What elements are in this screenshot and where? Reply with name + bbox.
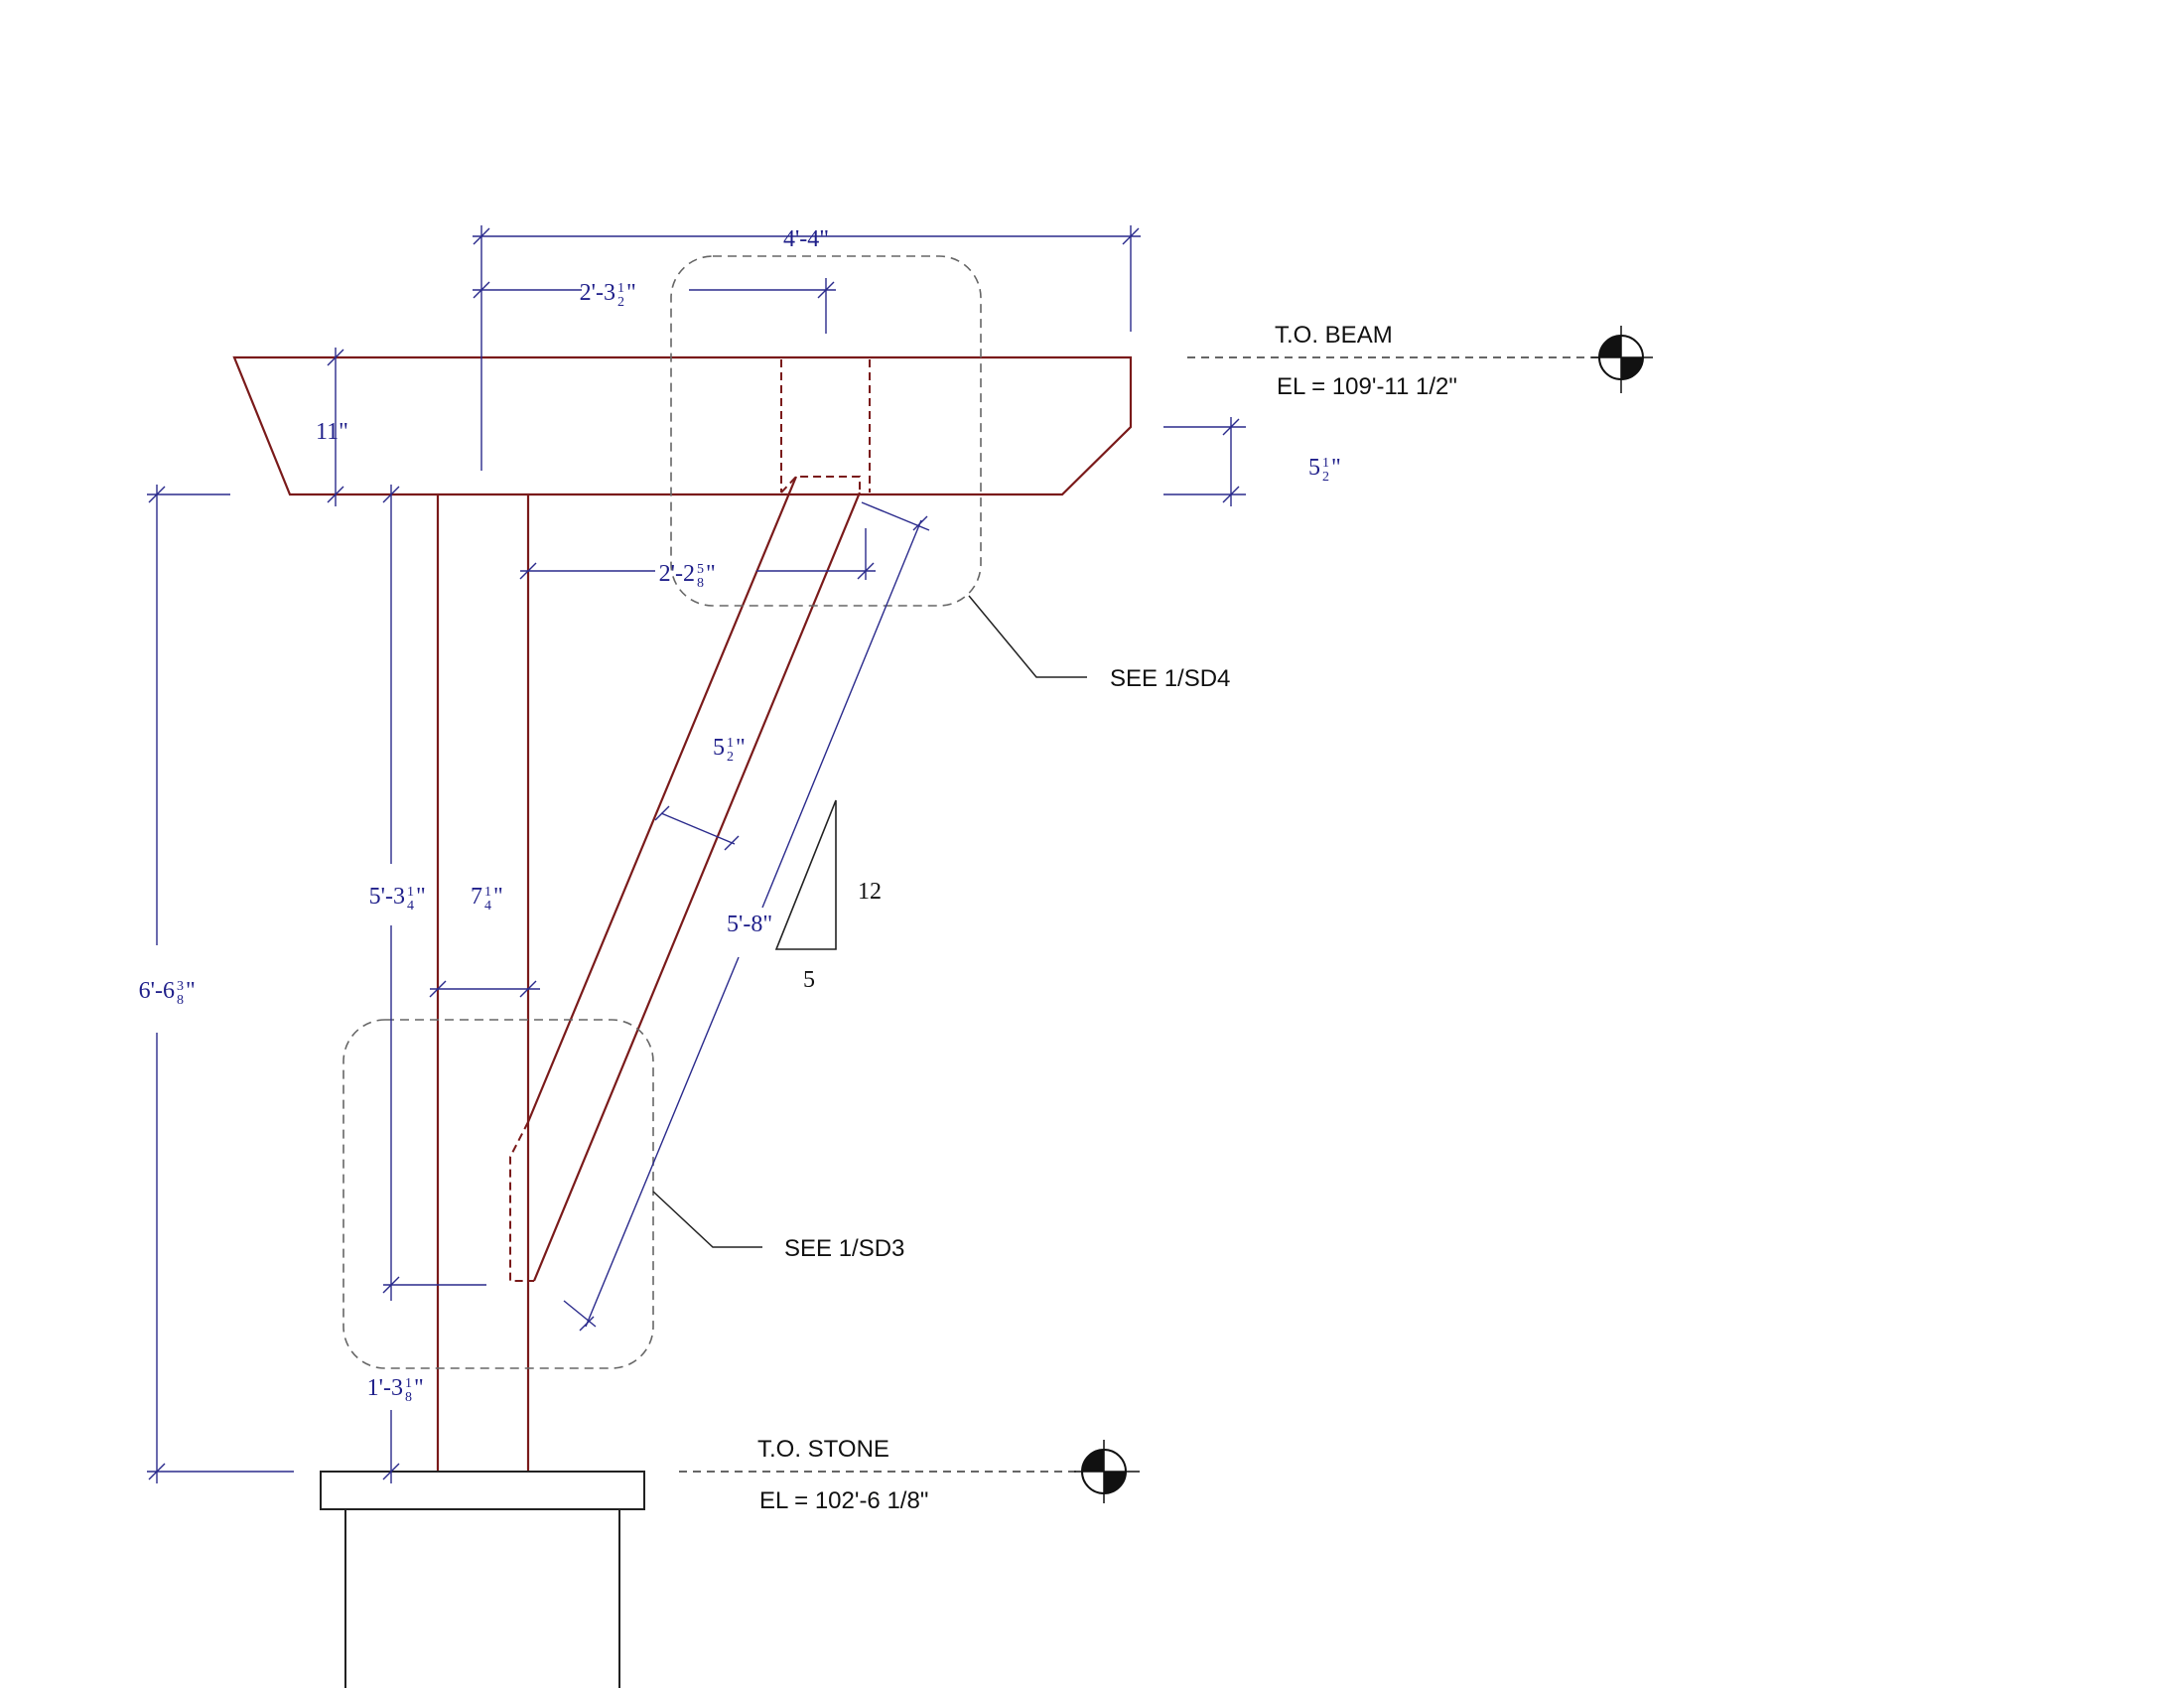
- svg-text:1: 1: [407, 885, 414, 900]
- svg-text:5: 5: [713, 735, 725, 761]
- dim-brace-width: [654, 805, 740, 851]
- dim-brace-top-offset-label: 2'-3 1 2 ": [580, 280, 636, 310]
- level-name-stone: T.O. STONE: [757, 1436, 889, 1463]
- slope-run: 5: [803, 967, 815, 993]
- dim-beam-depth-label: 11": [316, 419, 348, 445]
- svg-text:2: 2: [727, 750, 734, 765]
- svg-text:": ": [186, 978, 196, 1004]
- slope-triangle: [774, 799, 837, 950]
- dim-post-width-label: 7 1 4 ": [471, 884, 503, 914]
- slope-rise: 12: [858, 879, 882, 905]
- stone-cap: [320, 1471, 645, 1510]
- callout-leader-upper: [968, 595, 1087, 678]
- dim-total-height: [147, 485, 294, 1483]
- dim-overall-width: [473, 225, 1141, 471]
- svg-text:6'-6: 6'-6: [139, 978, 175, 1004]
- svg-text:2'-2: 2'-2: [659, 561, 695, 587]
- dim-brace-length: [563, 501, 930, 1332]
- svg-text:8: 8: [177, 993, 184, 1008]
- svg-text:7: 7: [471, 884, 482, 910]
- svg-text:8: 8: [697, 576, 704, 591]
- dim-brace-horizontal-label: 2'-2 5 8 ": [659, 561, 716, 591]
- callout-lower: SEE 1/SD3: [784, 1235, 904, 1262]
- svg-text:1: 1: [484, 885, 491, 900]
- dim-post-height-label: 5'-3 1 4 ": [369, 884, 426, 914]
- callout-leader-lower: [652, 1191, 762, 1248]
- svg-text:5: 5: [697, 562, 704, 577]
- dim-beam-end-depth: [1163, 417, 1246, 506]
- svg-text:1'-3: 1'-3: [367, 1375, 403, 1401]
- brace-upper-edge: [526, 476, 798, 1123]
- detail-cloud-upper: [670, 255, 982, 607]
- svg-text:1: 1: [405, 1376, 412, 1391]
- level-elevation-stone: EL = 102'-6 1/8": [759, 1487, 928, 1514]
- dim-beam-end-depth-label: 5 1 2 ": [1308, 455, 1341, 485]
- beam-outline: [232, 355, 1133, 496]
- svg-text:2'-3: 2'-3: [580, 280, 615, 306]
- svg-text:": ": [706, 561, 716, 587]
- dim-post-lower-height-label: 1'-3 1 8 ": [367, 1375, 424, 1405]
- dim-post-width: [429, 980, 540, 998]
- svg-text:4: 4: [484, 899, 491, 914]
- svg-text:2: 2: [1322, 470, 1329, 485]
- dim-post-height: [382, 485, 486, 1301]
- svg-text:": ": [416, 884, 426, 910]
- level-elevation-beam: EL = 109'-11 1/2": [1277, 373, 1457, 400]
- dim-brace-length-label: 5'-8": [727, 912, 772, 937]
- svg-text:4: 4: [407, 899, 414, 914]
- svg-text:1: 1: [617, 281, 624, 296]
- dim-overall-width-label: 4'-4": [783, 226, 829, 252]
- dim-brace-horizontal: [519, 528, 876, 580]
- svg-text:": ": [493, 884, 503, 910]
- svg-text:1: 1: [727, 736, 734, 751]
- brace-lower-edge: [532, 492, 862, 1282]
- level-target-beam-icon: [1591, 326, 1653, 393]
- svg-text:3: 3: [177, 979, 184, 994]
- dim-beam-depth: [327, 348, 344, 506]
- dim-brace-top-offset: [473, 278, 836, 334]
- svg-text:": ": [414, 1375, 424, 1401]
- level-target-stone-icon: [1074, 1440, 1140, 1503]
- svg-text:": ": [736, 735, 746, 761]
- brace-bottom-hidden: [509, 1121, 534, 1282]
- svg-text:5'-3: 5'-3: [369, 884, 405, 910]
- level-name-beam: T.O. BEAM: [1275, 322, 1393, 349]
- dim-post-lower-height: [382, 1410, 400, 1483]
- dim-brace-width-label: 5 1 2 ": [713, 735, 746, 765]
- dim-total-height-label: 6'-6 3 8 ": [139, 978, 196, 1008]
- svg-text:": ": [1331, 455, 1341, 481]
- detail-cloud-lower: [342, 1019, 654, 1369]
- callout-upper: SEE 1/SD4: [1110, 665, 1230, 692]
- svg-text:1: 1: [1322, 456, 1329, 471]
- svg-text:": ": [626, 280, 636, 306]
- svg-text:2: 2: [617, 295, 624, 310]
- svg-text:5: 5: [1308, 455, 1320, 481]
- svg-text:8: 8: [405, 1390, 412, 1405]
- brace-top-hidden: [780, 476, 861, 493]
